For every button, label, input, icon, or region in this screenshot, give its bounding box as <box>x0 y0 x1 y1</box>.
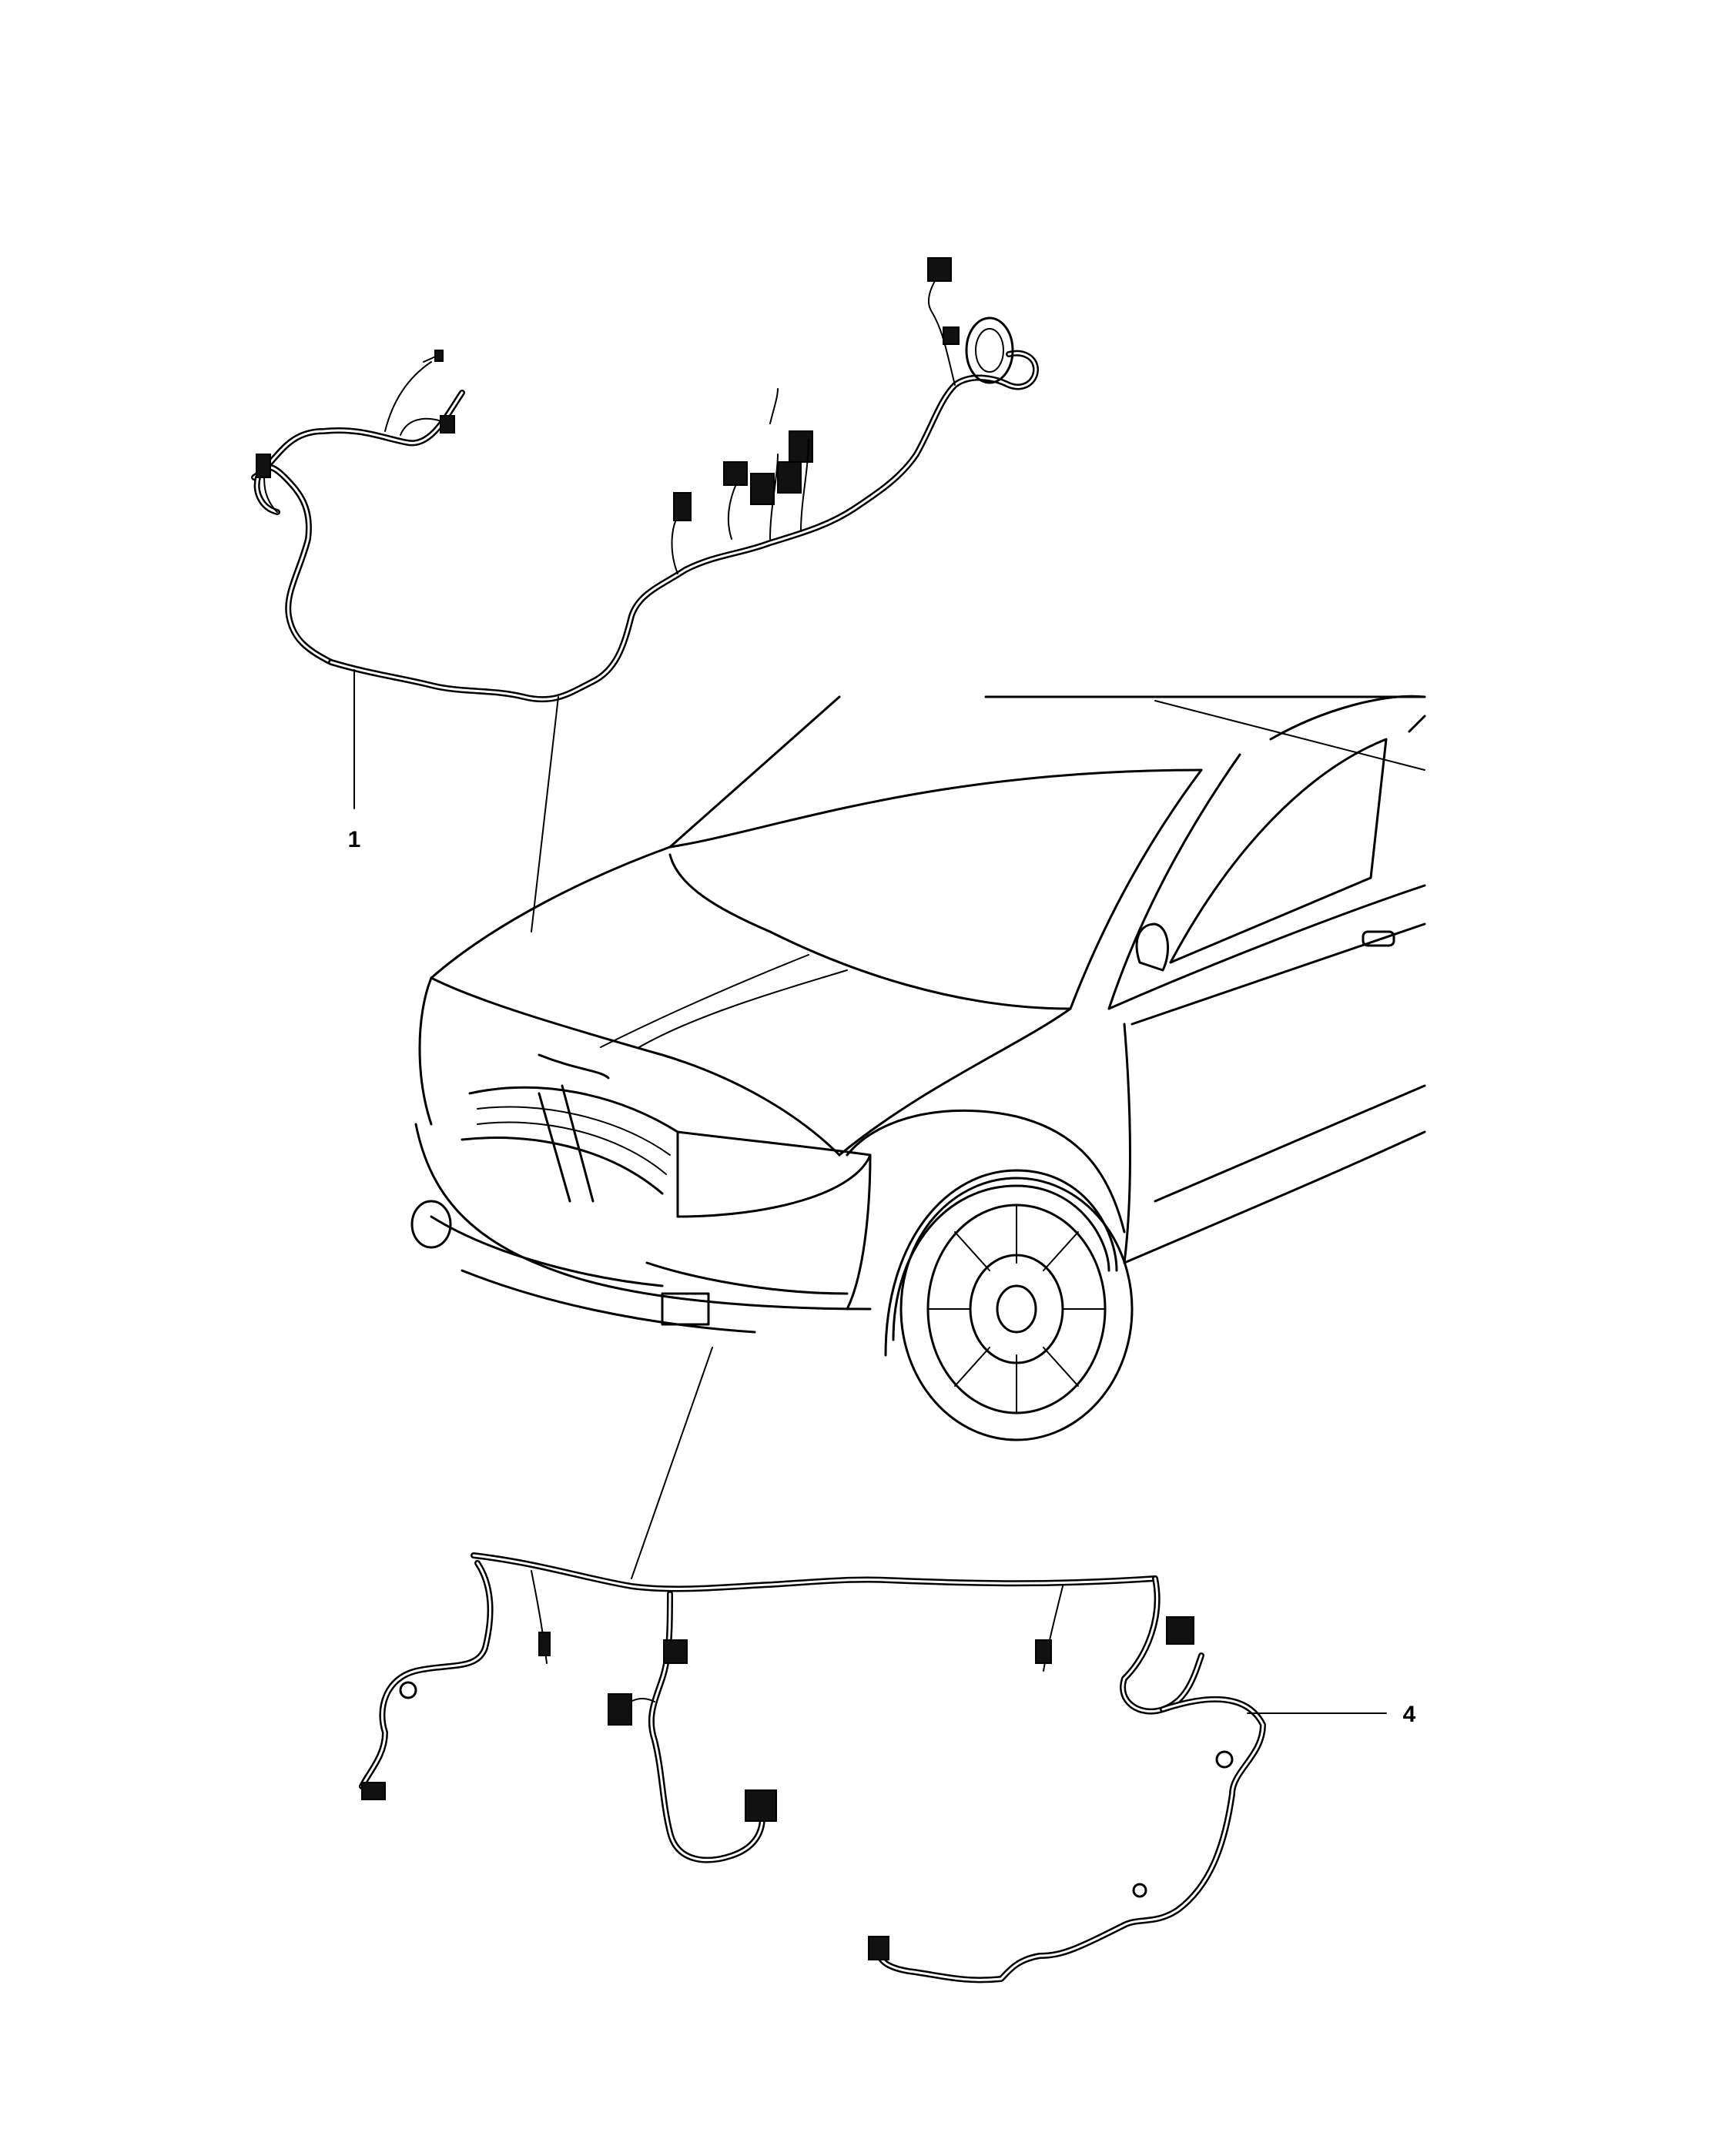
headlamp-dash-harness <box>251 257 1039 703</box>
callout-1: 1 <box>348 827 361 852</box>
leader-1-b <box>531 696 559 932</box>
leader-4-a <box>631 1347 713 1579</box>
callout-4: 4 <box>1403 1702 1416 1727</box>
vehicle-outline <box>410 695 1426 1441</box>
leader-lines <box>353 669 1387 1714</box>
front-fascia-harness <box>359 1552 1266 1984</box>
